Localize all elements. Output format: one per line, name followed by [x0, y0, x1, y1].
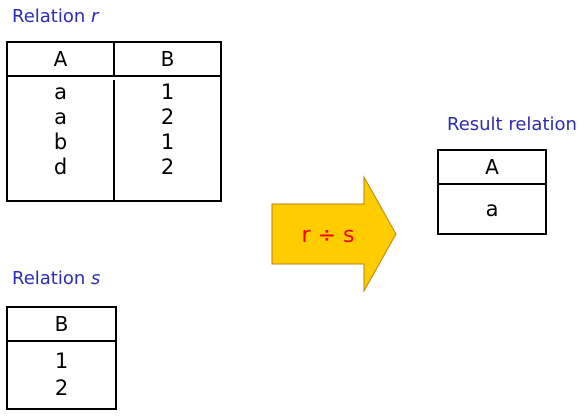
table-cell: b	[53, 130, 68, 154]
table-cell: a	[54, 105, 67, 129]
column-b-values: 1 2 1 2	[113, 80, 220, 200]
result-caption: Result relation	[447, 114, 577, 135]
relation-r-caption: Relation r	[12, 6, 98, 27]
table-cell: a	[54, 80, 67, 104]
table-cell: 1	[160, 80, 175, 104]
division-arrow: r ÷ s	[271, 175, 397, 293]
table-cell: 1	[54, 349, 69, 373]
table-cell: 2	[160, 155, 175, 179]
column-header-b: B	[113, 43, 220, 75]
table-cell: d	[53, 155, 68, 179]
relation-s-caption: Relation s	[12, 268, 100, 289]
relation-s-table: B 1 2	[6, 306, 117, 410]
column-header-b: B	[54, 312, 69, 336]
arrow-shape	[271, 175, 397, 293]
column-a-values: a a b d	[8, 80, 113, 200]
table-cell: 2	[160, 105, 175, 129]
relation-r-caption-text: Relation	[12, 6, 86, 27]
table-header: B	[8, 308, 115, 342]
table-header: A	[439, 151, 545, 185]
table-cell: 1	[160, 130, 175, 154]
column-header-a: A	[53, 47, 68, 71]
relation-r-caption-var: r	[91, 6, 99, 27]
table-body: a a b d 1 2 1 2	[8, 77, 220, 200]
relation-r-table: A B a a b d 1 2 1 2	[6, 41, 222, 202]
arrow-label: r ÷ s	[302, 223, 355, 248]
table-body: 1 2	[8, 342, 115, 402]
table-header: A B	[8, 43, 220, 77]
table-cell: a	[485, 197, 499, 221]
relation-s-caption-text: Relation	[12, 268, 86, 289]
result-table: A a	[437, 149, 547, 235]
relation-s-caption-var: s	[91, 268, 101, 289]
column-header-a: A	[485, 155, 499, 179]
table-cell: 2	[54, 376, 69, 400]
